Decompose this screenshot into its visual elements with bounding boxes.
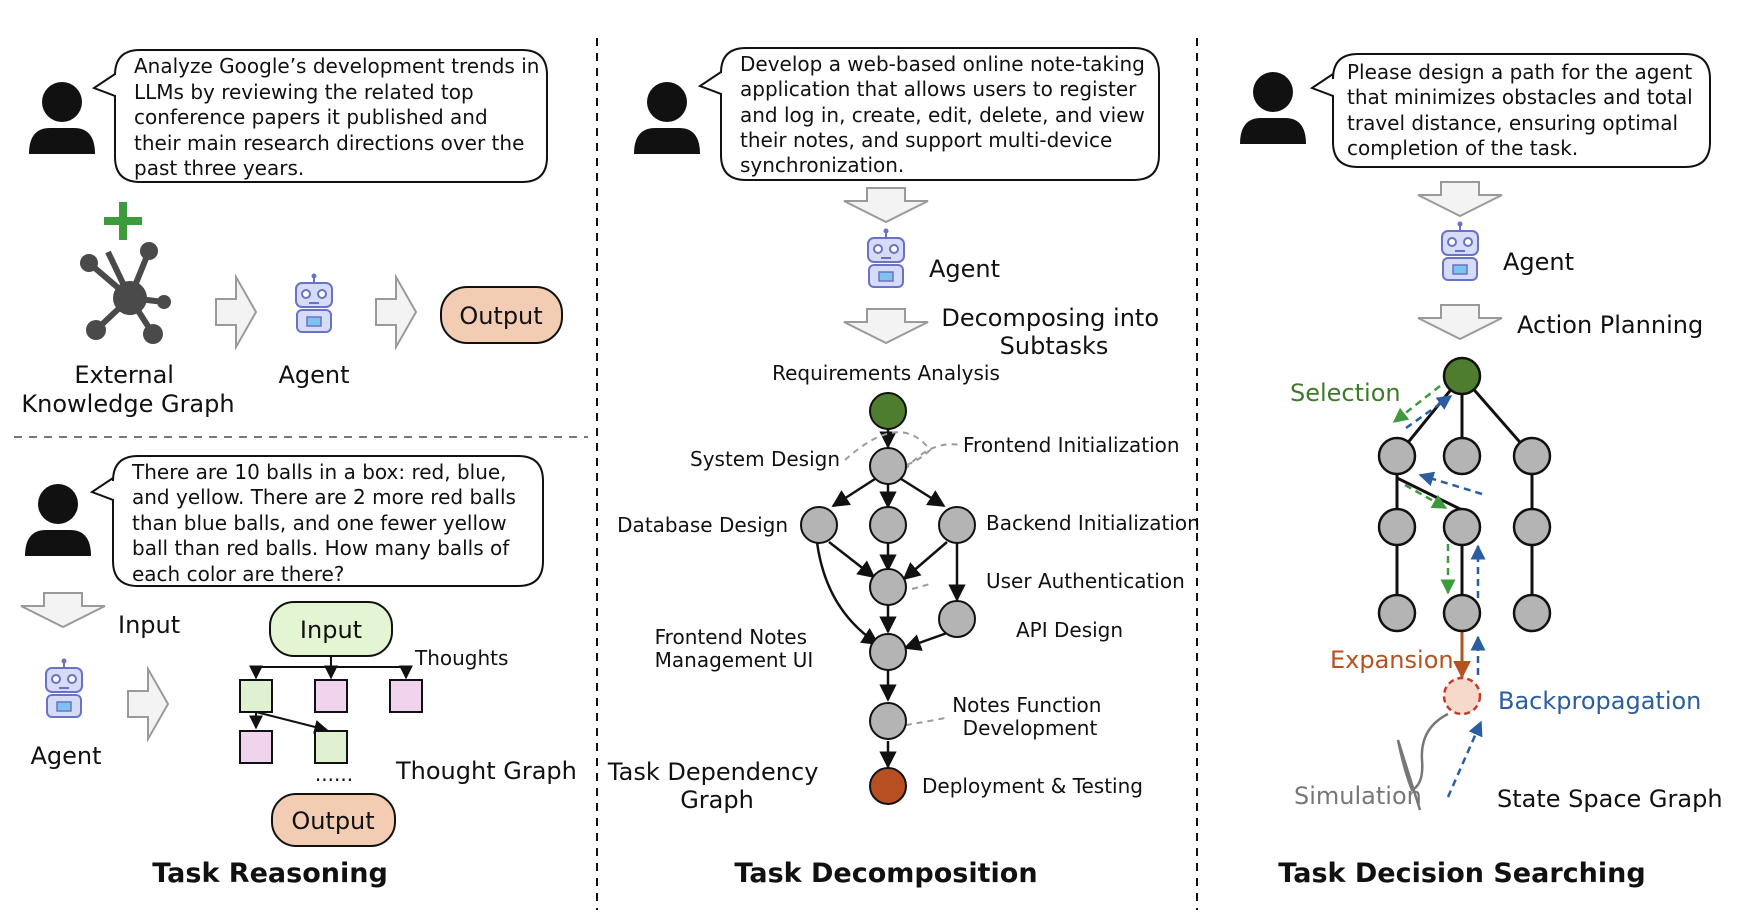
node-deployment-testing: [869, 767, 907, 805]
state-space-graph-label: State Space Graph: [1497, 785, 1723, 813]
label-system-design: System Design: [690, 447, 840, 471]
action-planning-label: Action Planning: [1517, 311, 1703, 339]
label-frontend-notes-ui: Frontend Notes Management UI: [655, 625, 814, 672]
thoughts-label: Thoughts: [414, 646, 508, 670]
label-database-design: Database Design: [617, 513, 788, 537]
label-deployment-testing: Deployment & Testing: [922, 774, 1143, 798]
arrow-down-icon: [843, 187, 929, 223]
agent-robot-icon: [867, 227, 905, 288]
node-notes-function: [869, 702, 907, 740]
decomp-user-avatar: [634, 82, 700, 154]
arrow-right-icon: [375, 276, 417, 348]
label-api-design: API Design: [1016, 618, 1123, 642]
label-backend-initialization: Backend Initialization: [986, 511, 1200, 535]
node-frontend-notes-ui: [869, 633, 907, 671]
simulation-path: [1396, 712, 1449, 811]
state-node: [1377, 436, 1417, 476]
task-decomposition-title: Task Decomposition: [734, 858, 1037, 889]
arrow-down-icon: [1417, 181, 1503, 217]
output-box: [440, 286, 563, 344]
thought-edges: [249, 656, 413, 734]
thought-output-box: [271, 793, 396, 847]
decomp-step-label: Decomposing into Subtasks: [941, 304, 1166, 360]
kg-speech-bubble: [91, 49, 548, 183]
input-arrow-label: Input: [118, 611, 180, 639]
label-notes-function: Notes Function Development: [952, 693, 1108, 740]
decomp-agent-label: Agent: [929, 255, 1000, 283]
node-system-design: [869, 447, 907, 485]
state-node: [1512, 436, 1552, 476]
dependency-edges: [815, 429, 966, 769]
label-requirements-analysis: Requirements Analysis: [772, 361, 1000, 385]
arrow-down-icon: [1417, 304, 1503, 340]
kg-prompt-text: Analyze Google’s development trends in L…: [134, 54, 546, 180]
backpropagation-label: Backpropagation: [1498, 687, 1701, 715]
arrow-right-icon: [215, 276, 257, 348]
decomp-prompt-text: Develop a web-based online note-taking a…: [740, 52, 1151, 177]
search-speech-bubble: [1309, 53, 1711, 168]
state-node: [1442, 593, 1482, 633]
knowledge-graph-icon: [80, 242, 171, 344]
node-requirements-analysis: [869, 392, 907, 430]
label-user-authentication: User Authentication: [986, 569, 1185, 593]
agent-label: Agent: [278, 361, 349, 389]
search-user-avatar: [1240, 72, 1306, 144]
thought-prompt-text: There are 10 balls in a box: red, blue, …: [131, 460, 522, 586]
thought-ellipsis: ......: [315, 762, 353, 786]
thought-user-avatar: [25, 484, 91, 556]
simulation-label: Simulation: [1294, 782, 1422, 810]
expansion-label: Expansion: [1330, 646, 1454, 674]
selection-arrows: [1392, 385, 1456, 595]
thought-node: [389, 679, 423, 713]
search-tree-edges: [1395, 375, 1534, 613]
thought-input-label: Input: [300, 616, 362, 644]
arrow-down-icon: [20, 592, 106, 628]
state-node: [1377, 593, 1417, 633]
node-backend-initialization: [938, 506, 976, 544]
search-agent-label: Agent: [1503, 248, 1574, 276]
kg-user-avatar: [29, 82, 95, 154]
state-node-root: [1442, 356, 1482, 396]
task-reasoning-title: Task Reasoning: [152, 858, 388, 889]
thought-graph-label: Thought Graph: [395, 757, 577, 785]
thought-node: [239, 679, 273, 713]
kg-label: External Knowledge Graph: [21, 361, 234, 418]
plus-icon: [104, 202, 142, 240]
node-frontend-initialization: [869, 506, 907, 544]
expanded-node: [1442, 676, 1482, 716]
selection-label: Selection: [1290, 379, 1401, 407]
decomp-speech-bubble: [697, 47, 1160, 181]
label-frontend-initialization: Frontend Initialization: [963, 433, 1180, 457]
thought-speech-bubble: [89, 455, 544, 587]
agent-robot-icon-2: [45, 657, 83, 718]
arrow-down-icon: [843, 308, 929, 344]
task-dependency-graph-label: Task Dependency Graph: [607, 758, 826, 814]
thought-node: [239, 730, 273, 764]
thought-node: [314, 679, 348, 713]
state-node: [1512, 593, 1552, 633]
node-user-authentication: [869, 568, 907, 606]
output-label: Output: [459, 302, 542, 330]
task-decision-searching-title: Task Decision Searching: [1278, 858, 1645, 889]
state-node: [1442, 436, 1482, 476]
node-database-design: [800, 506, 838, 544]
backprop-arrows: [1405, 394, 1486, 798]
thought-output-label: Output: [291, 807, 374, 835]
arrow-right-icon: [127, 668, 169, 740]
agent-label-2: Agent: [30, 742, 101, 770]
thought-node: [314, 730, 348, 764]
node-api-design: [938, 600, 976, 638]
agent-robot-icon: [295, 272, 333, 333]
state-node: [1377, 507, 1417, 547]
agent-robot-icon: [1441, 220, 1479, 281]
state-node: [1442, 507, 1482, 547]
state-node: [1512, 507, 1552, 547]
search-prompt-text: Please design a path for the agent that …: [1347, 60, 1699, 160]
